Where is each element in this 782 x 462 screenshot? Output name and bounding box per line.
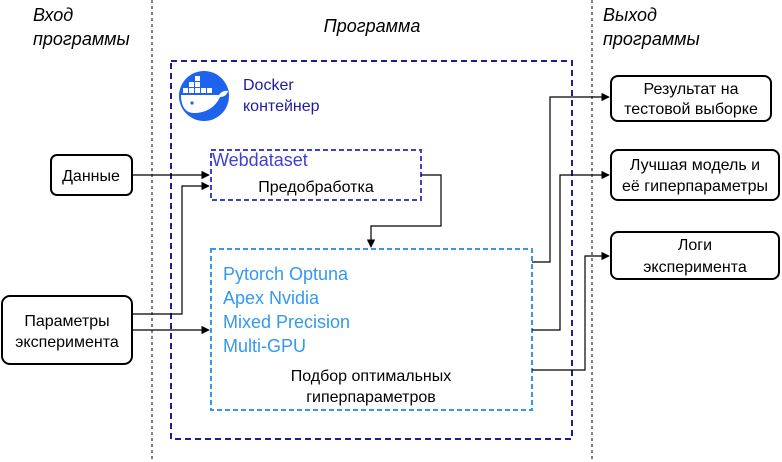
arrow-training-to-results bbox=[532, 92, 610, 263]
training-tool-apex: Apex Nvidia bbox=[223, 288, 320, 308]
params-input-label-line1: Параметры bbox=[24, 313, 109, 330]
output-box-results bbox=[610, 75, 772, 122]
output-best-model-line1: Лучшая модель и bbox=[630, 157, 760, 174]
arrow-training-to-logs bbox=[532, 251, 610, 371]
preprocess-tool-label: Webdataset bbox=[212, 150, 308, 170]
arrow-params-to-preprocess bbox=[132, 181, 210, 315]
output-heading-line2: программы bbox=[603, 29, 700, 49]
docker-container-frame bbox=[170, 60, 573, 440]
output-logs-line1: Логи bbox=[678, 237, 712, 254]
input-heading-line2: программы bbox=[33, 29, 130, 49]
arrow-training-to-best-model bbox=[532, 170, 610, 331]
params-input-box bbox=[1, 295, 133, 365]
output-heading-line1: Выход bbox=[603, 5, 657, 25]
output-best-model-line2: её гиперпараметры bbox=[622, 178, 768, 195]
training-tool-multi-gpu: Multi-GPU bbox=[223, 336, 306, 356]
training-box bbox=[210, 248, 533, 411]
training-tool-optuna: Pytorch Optuna bbox=[223, 264, 349, 284]
preprocess-label: Предобработка bbox=[258, 179, 374, 196]
arrow-preprocess-to-training bbox=[366, 174, 442, 248]
params-input-label-line2: эксперимента bbox=[15, 334, 119, 351]
output-box-logs bbox=[610, 231, 780, 280]
input-heading-line1: Вход bbox=[33, 5, 73, 25]
docker-label-line1: Docker bbox=[243, 77, 294, 94]
training-tool-mixed-precision: Mixed Precision bbox=[223, 312, 350, 332]
docker-label-line2: контейнер bbox=[243, 98, 320, 115]
output-results-line1: Результат на bbox=[644, 81, 739, 98]
output-logs-line2: эксперимента bbox=[643, 259, 747, 276]
output-results-line2: тестовой выборке bbox=[624, 101, 758, 118]
program-heading: Программа bbox=[324, 16, 421, 36]
docker-whale-icon bbox=[179, 71, 229, 121]
training-label-line1: Подбор оптимальных bbox=[291, 368, 452, 385]
output-box-best-model bbox=[610, 149, 780, 201]
data-input-label: Данные bbox=[62, 168, 120, 185]
training-label-line2: гиперпараметров bbox=[306, 389, 436, 406]
